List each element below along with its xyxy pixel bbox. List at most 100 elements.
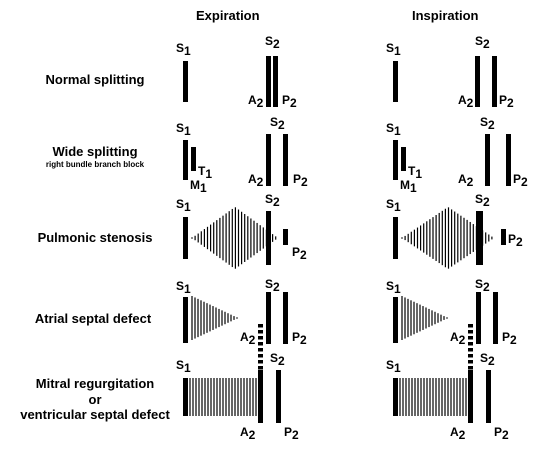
row-label-wide-splitting-title: Wide splitting [52,144,138,159]
asd-exp-s1-label: S1 [176,279,191,296]
ps-exp-a2-bar [266,211,271,265]
normal-exp-a2-label-subscript: 2 [257,96,264,110]
asd-exp-s1-bar [183,297,188,343]
asd-exp-p2-label-subscript: 2 [300,333,307,347]
mr-insp-a2-label: A2 [450,425,466,442]
normal-insp-s1-bar [393,61,398,102]
mr-exp-p2-bar [276,370,281,423]
row-label-normal-splitting: Normal splitting [45,72,145,87]
ps-exp-s1-label: S1 [176,197,191,214]
wide-insp-p2-label: P2 [513,172,528,189]
mr-insp-a2-bar [468,370,473,423]
ps-exp-p2-label: P2 [292,245,307,262]
normal-insp-a2-bar [475,56,480,107]
row-label-mr-line3: ventricular septal defect [20,407,170,423]
ps-insp-s1-label-subscript: 1 [394,200,401,214]
wide-insp-m1-label-subscript: 1 [410,181,417,195]
mr-exp-a2-dashed-bar-dash [258,366,263,370]
asd-exp-murmur [191,296,238,340]
normal-exp-a2-label: A2 [248,93,264,110]
normal-exp-s1-bar [183,61,188,102]
wide-exp-t1-label-subscript: 1 [205,167,212,181]
mr-exp-a2-dashed-bar-dash [258,360,263,364]
ps-insp-p2-bar [501,229,506,245]
wide-insp-a2-bar [485,134,490,186]
wide-exp-t1-bar [191,147,196,171]
mr-insp-murmur [399,378,467,416]
row-label-mr-line2: or [88,391,102,407]
mr-exp-s2-label-subscript: 2 [278,354,285,368]
wide-insp-a2-label-subscript: 2 [467,175,474,189]
mr-exp-a2-label: A2 [240,425,256,442]
ps-insp-p2-label-subscript: 2 [516,235,523,249]
asd-exp-s2-label-subscript: 2 [273,280,280,294]
normal-exp-s1-label: S1 [176,41,191,58]
mr-exp-a2-dashed-bar-dash [258,336,263,340]
asd-insp-s1-bar [393,297,398,343]
wide-exp-s1-label-subscript: 1 [184,124,191,138]
mr-insp-p2-bar [486,370,491,423]
mr-insp-a2-dashed-bar-dash [468,366,473,370]
wide-insp-s1-label-subscript: 1 [394,124,401,138]
mr-exp-p2-label-subscript: 2 [292,428,299,442]
asd-exp-s2-label: S2 [265,277,280,294]
wide-exp-m1-bar [183,140,188,180]
wide-exp-p2-label-subscript: 2 [301,175,308,189]
mr-insp-a2-dashed-bar-dash [468,324,473,328]
wide-exp-m1-label: M1 [190,178,207,195]
normal-insp-p2-label: P2 [499,93,514,110]
asd-exp-a2-label: A2 [240,330,256,347]
mr-exp-a2-dashed-bar-dash [258,348,263,352]
ps-insp-s2-label-subscript: 2 [483,195,490,209]
mr-insp-p2-label-subscript: 2 [502,428,509,442]
normal-exp-p2-label-subscript: 2 [290,96,297,110]
mr-insp-a2-dashed-bar [468,324,473,370]
row-label-atrial-septal-defect: Atrial septal defect [34,311,152,326]
mr-exp-a2-dashed-bar-dash [258,354,263,358]
wide-exp-a2-label: A2 [248,172,264,189]
ps-insp-s2-label: S2 [475,192,490,209]
normal-insp-a2-label-subscript: 2 [467,96,474,110]
ps-insp-p2-label: P2 [508,232,523,249]
normal-insp-s2-label: S2 [475,34,490,51]
normal-insp-s1-label: S1 [386,41,401,58]
wide-insp-p2-bar [506,134,511,186]
mr-insp-s2-label: S2 [480,351,495,368]
wide-exp-t1-label: T1 [198,164,212,181]
asd-insp-p2-label: P2 [502,330,517,347]
wide-exp-m1-label-subscript: 1 [200,181,207,195]
asd-insp-p2-label-subscript: 2 [510,333,517,347]
wide-exp-a2-label-subscript: 2 [257,175,264,189]
wide-exp-p2-bar [283,134,288,186]
mr-exp-a2-label-subscript: 2 [249,428,256,442]
mr-insp-s1-bar [393,378,398,416]
ps-exp-s2-label: S2 [265,192,280,209]
normal-insp-s2-label-subscript: 2 [483,37,490,51]
ps-insp-a2-bar2 [478,211,483,265]
mr-insp-a2-dashed-bar-dash [468,330,473,334]
mr-exp-a2-bar [258,370,263,423]
wide-insp-t1-label-subscript: 1 [415,167,422,181]
asd-insp-a2-bar [476,292,481,344]
wide-exp-s1-label: S1 [176,121,191,138]
normal-insp-a2-label: A2 [458,93,474,110]
wide-insp-p2-label-subscript: 2 [521,175,528,189]
wide-insp-m1-label: M1 [400,178,417,195]
normal-exp-p2-bar [273,56,278,107]
asd-insp-s1-label: S1 [386,279,401,296]
row-label-wide-splitting-subtitle: right bundle branch block [45,159,145,169]
row-label-wide-splitting: Wide splitting right bundle branch block [10,144,180,169]
asd-exp-a2-bar [266,292,271,344]
normal-exp-s2-label-subscript: 2 [273,37,280,51]
asd-exp-a2-label-subscript: 2 [249,333,256,347]
mr-exp-s1-label-subscript: 1 [184,361,191,375]
ps-exp-p2-label-subscript: 2 [300,248,307,262]
wide-insp-t1-label: T1 [408,164,422,181]
mr-exp-a2-dashed-bar [258,324,263,370]
ps-insp-murmur [401,207,493,269]
mr-insp-a2-dashed-bar-dash [468,348,473,352]
row-label-pulmonic-stenosis: Pulmonic stenosis [37,230,153,245]
mr-insp-a2-dashed-bar-dash [468,354,473,358]
mr-exp-a2-dashed-bar-dash [258,330,263,334]
